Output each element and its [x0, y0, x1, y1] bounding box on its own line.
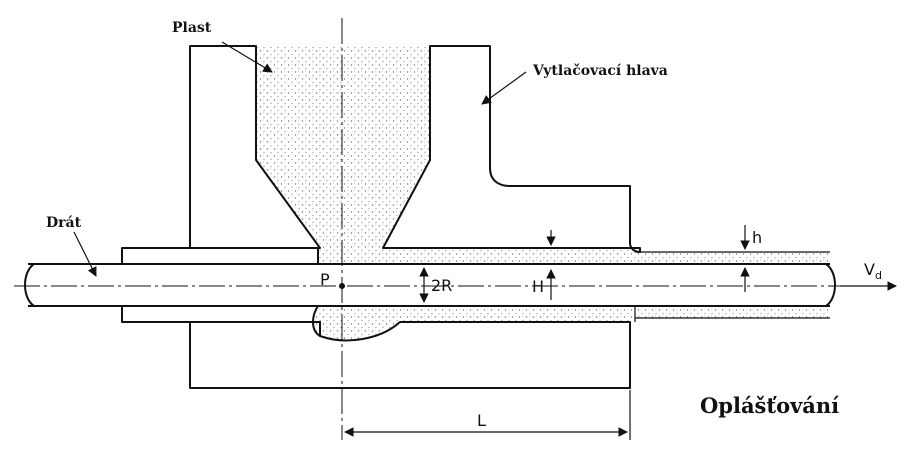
wire-end-left	[24, 263, 35, 307]
velocity-label: Vd	[864, 260, 882, 282]
point-p-marker	[339, 283, 345, 289]
melt-lower-layer	[313, 306, 635, 341]
plast-label: Plast	[172, 20, 212, 36]
plastic-melt	[256, 46, 830, 341]
melt-upper-layer	[318, 248, 635, 264]
dimensions	[344, 225, 897, 440]
plast-leader	[221, 41, 273, 73]
wire-body	[28, 264, 830, 306]
length-label: L	[477, 411, 486, 430]
melt-feed-channel	[256, 46, 430, 248]
point-p-label: P	[320, 270, 330, 289]
wire-end-right	[825, 263, 836, 307]
wire-guide-upper	[121, 247, 319, 265]
velocity-symbol: V	[864, 260, 875, 279]
head-lower-block	[189, 321, 631, 389]
radius-label: 2R	[431, 276, 452, 295]
diagram-title: Oplášťování	[700, 393, 839, 418]
extrusion-head	[121, 45, 830, 389]
coating-upper	[635, 252, 830, 264]
head-leader	[481, 71, 527, 105]
wire-label: Drát	[46, 215, 82, 231]
coating-lower	[635, 306, 830, 318]
wire-leader	[73, 231, 97, 277]
head-label: Vytlačovací hlava	[532, 63, 668, 79]
wire	[14, 263, 840, 307]
coat-label: h	[752, 228, 762, 247]
gap-label: H	[532, 277, 544, 296]
velocity-subscript: d	[875, 269, 882, 282]
head-left-block	[189, 45, 321, 249]
